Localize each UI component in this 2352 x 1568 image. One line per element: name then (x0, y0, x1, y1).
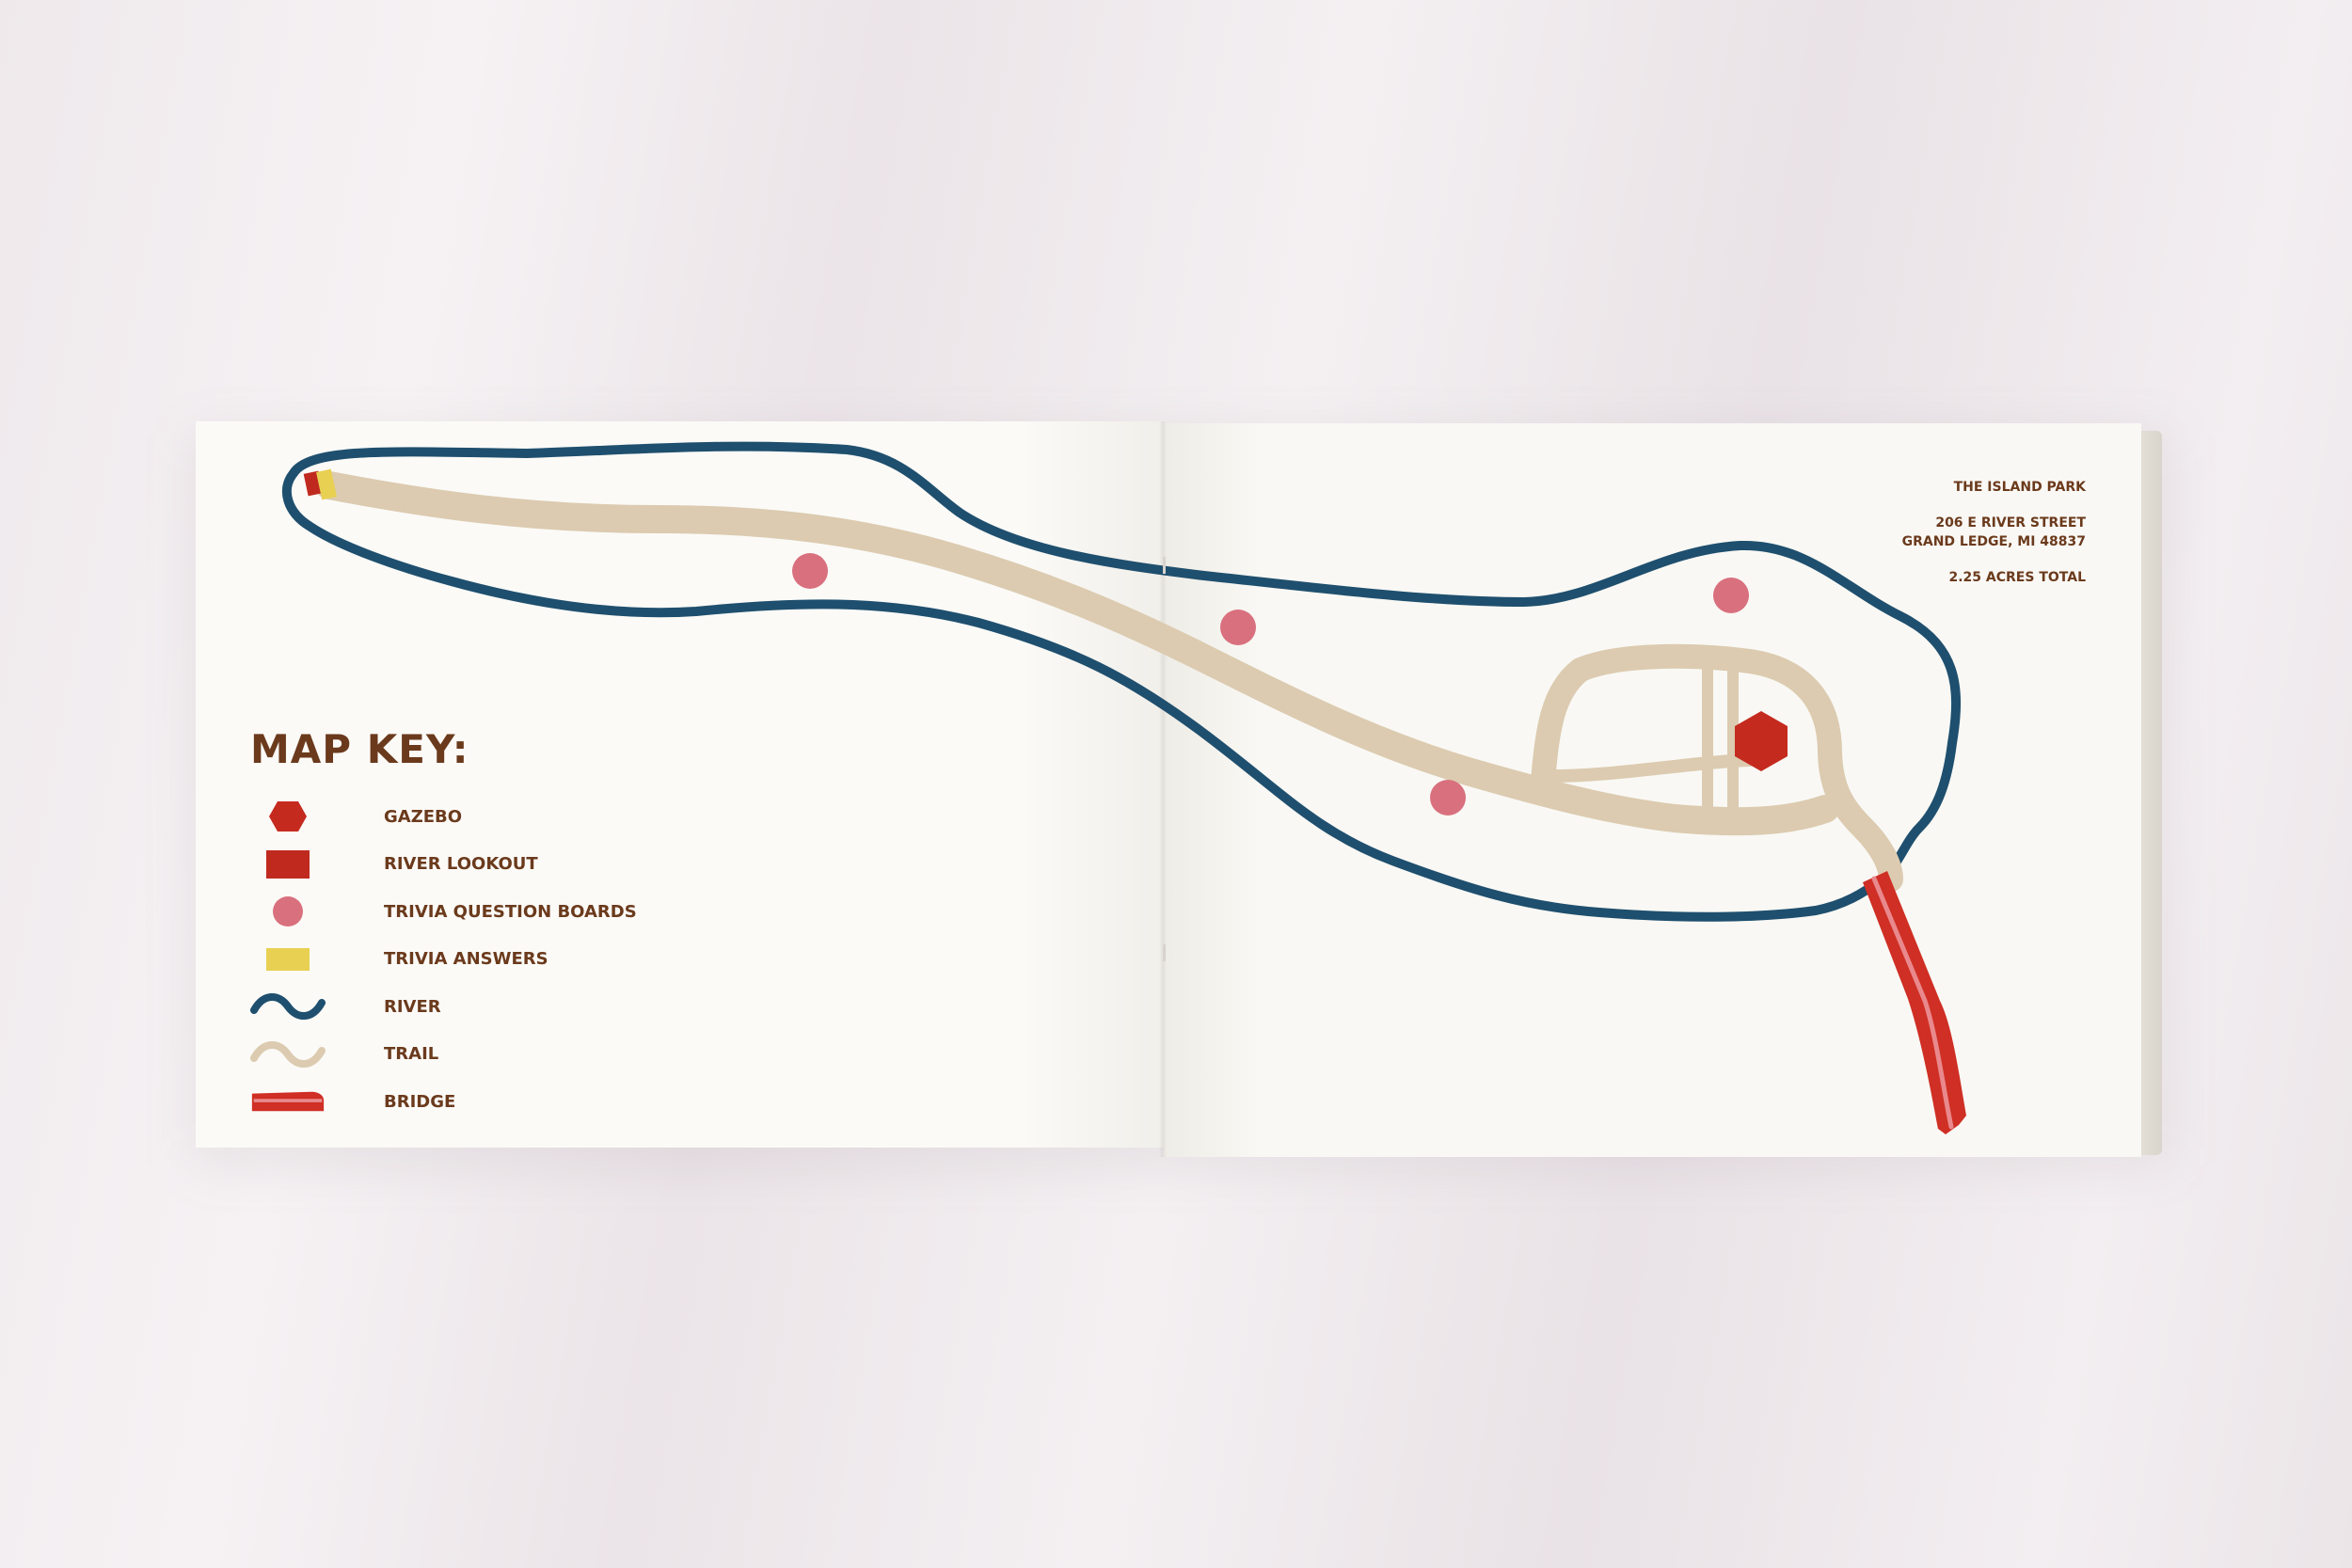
legend-label: RIVER (384, 996, 441, 1017)
bridge-icon (250, 1083, 326, 1120)
bridge (1863, 871, 1966, 1134)
trivia-board-2 (1220, 610, 1256, 645)
staple-bottom (1163, 944, 1166, 961)
legend-label: BRIDGE (384, 1091, 456, 1112)
right-page (1163, 423, 2141, 1157)
park-address-line2: GRAND LEDGE, MI 48837 (1901, 534, 2086, 549)
legend-item-trivia-boards: TRIVIA QUESTION BOARDS (250, 888, 739, 936)
legend-item-trivia-answers: TRIVIA ANSWERS (250, 936, 739, 984)
spacer (1902, 551, 2086, 568)
hexagon-icon (250, 798, 326, 835)
rectangle-icon (250, 941, 326, 978)
trivia-board-3 (1713, 578, 1749, 613)
legend-item-gazebo: GAZEBO (250, 793, 739, 841)
staple-top (1163, 557, 1166, 574)
booklet-spine (1159, 421, 1167, 1157)
map-key: MAP KEY: GAZEBO RIVER LOOKOUT TRIVIA QUE… (250, 726, 739, 1126)
legend-item-trail: TRAIL (250, 1031, 739, 1079)
left-page (196, 421, 1163, 1148)
rectangle-icon (250, 846, 326, 883)
spacer (1902, 497, 2086, 514)
legend-label: TRIVIA ANSWERS (384, 949, 548, 970)
park-name: THE ISLAND PARK (1953, 480, 2086, 495)
trivia-board-1 (792, 553, 828, 589)
legend-item-river-lookout: RIVER LOOKOUT (250, 841, 739, 889)
circle-icon (250, 893, 326, 930)
legend-label: TRIVIA QUESTION BOARDS (384, 901, 637, 922)
legend-label: GAZEBO (384, 806, 463, 827)
park-area: 2.25 ACRES TOTAL (1948, 570, 2087, 585)
legend-label: RIVER LOOKOUT (384, 854, 538, 875)
park-info: THE ISLAND PARK 206 E RIVER STREET GRAND… (1902, 478, 2086, 587)
trivia-answers (316, 468, 337, 500)
trail-path (315, 471, 1903, 892)
wave-icon (250, 988, 326, 1025)
gazebo-hexagon (1735, 711, 1788, 771)
wave-icon (250, 1036, 326, 1073)
map-key-title: MAP KEY: (250, 726, 469, 772)
trivia-board-4 (1430, 780, 1466, 816)
legend-item-river: RIVER (250, 983, 739, 1031)
river-outline (281, 441, 1961, 922)
bridge-stripe (1871, 876, 1954, 1130)
legend-item-bridge: BRIDGE (250, 1078, 739, 1126)
park-address-line1: 206 E RIVER STREET (1935, 515, 2086, 531)
legend-label: TRAIL (384, 1044, 439, 1065)
